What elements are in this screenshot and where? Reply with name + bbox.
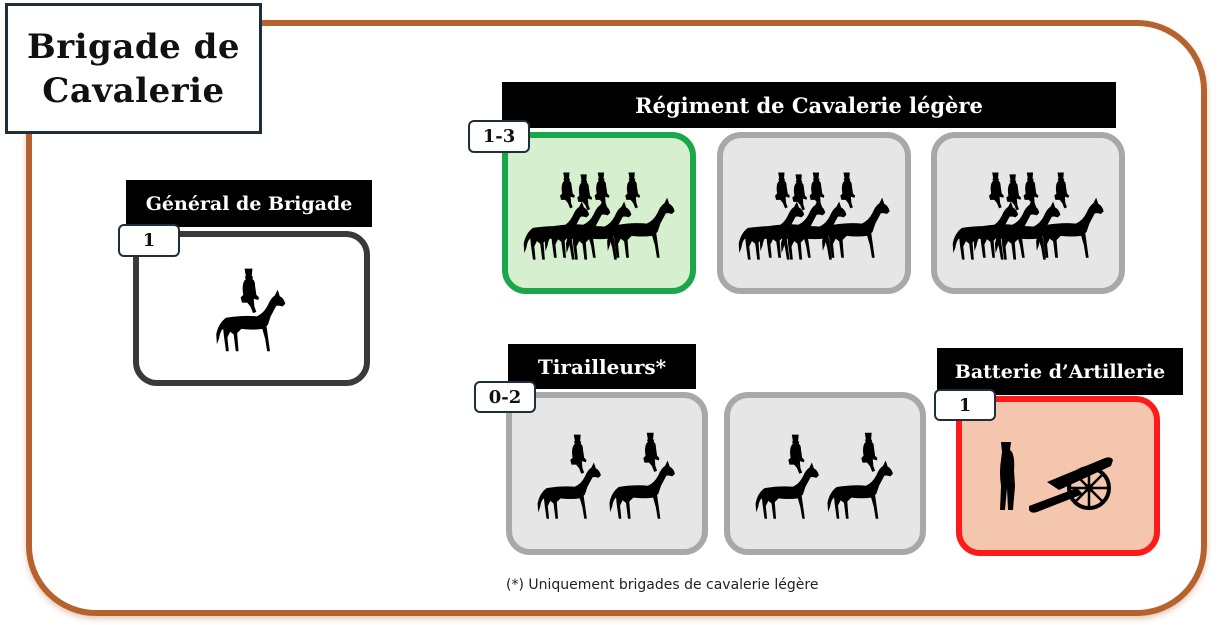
skirmishers-card-2[interactable]	[724, 392, 926, 555]
artillery-count-badge: 1	[934, 389, 996, 421]
skirmishers-label: Tirailleurs*	[508, 344, 696, 389]
regiment-card-1[interactable]	[502, 132, 696, 294]
cavalry-squadron-icon	[517, 165, 681, 261]
regiment-label: Régiment de Cavalerie légère	[502, 82, 1116, 128]
general-label: Général de Brigade	[126, 180, 372, 227]
mounted-pair-icon	[525, 426, 689, 522]
mounted-general-icon	[204, 265, 300, 353]
cavalry-squadron-icon	[732, 165, 896, 261]
mounted-pair-icon	[743, 426, 907, 522]
artillery-card[interactable]	[956, 396, 1160, 556]
skirmishers-count-badge: 0-2	[474, 381, 536, 413]
artillery-cannon-icon	[993, 436, 1123, 516]
cavalry-squadron-icon	[946, 165, 1110, 261]
general-card[interactable]	[133, 231, 370, 386]
regiment-card-3[interactable]	[931, 132, 1125, 294]
artillery-label: Batterie d’Artillerie	[937, 348, 1183, 395]
regiment-card-2[interactable]	[717, 132, 911, 294]
footnote: (*) Uniquement brigades de cavalerie lég…	[506, 577, 819, 593]
general-count-badge: 1	[118, 224, 180, 257]
brigade-frame	[26, 20, 1207, 616]
skirmishers-card-1[interactable]	[506, 392, 708, 555]
regiment-count-badge: 1-3	[468, 120, 530, 153]
brigade-title: Brigade de Cavalerie	[26, 26, 241, 111]
brigade-title-box: Brigade de Cavalerie	[5, 3, 262, 134]
